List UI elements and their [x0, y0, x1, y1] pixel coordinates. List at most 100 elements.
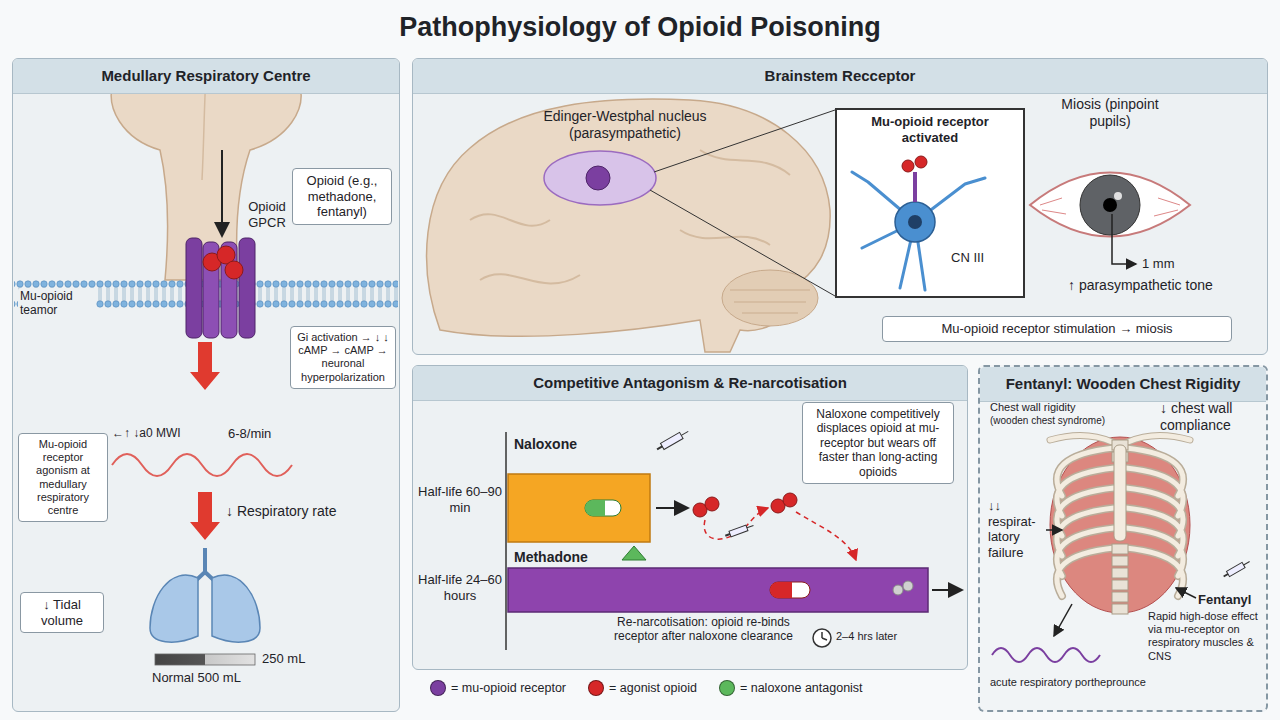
syringe-icon: [1224, 574, 1228, 577]
drug-label: Naloxone: [514, 436, 614, 453]
timeline-drawing: [903, 581, 913, 591]
syringe-icon: [725, 534, 730, 536]
edinger-westphal-nucleus: [586, 166, 610, 190]
panel-heading: Competitive Antagonism & Re-narcotisatio…: [413, 366, 967, 401]
effect-arrow: [190, 342, 220, 390]
ribcage-drawing: [1176, 588, 1196, 598]
ventilation-label: ←↑ ↓a0 MWI: [112, 426, 216, 440]
legend-item: = naloxone antagonist: [719, 680, 863, 696]
timeline-drawing: [622, 546, 646, 560]
neuron-drawing: [913, 172, 917, 202]
note-label: Rapid high-dose effect via mu-receptor o…: [1148, 610, 1265, 663]
process-box: ↓ Tidal volume: [20, 592, 104, 633]
neuron-drawing: [835, 108, 1025, 298]
process-box: Opioid (e.g., methadone, fentanyl): [292, 168, 392, 225]
lung-drawing: [150, 548, 260, 642]
legend-text: = mu-opioid receptor: [451, 681, 566, 695]
ribcage-drawing: [1112, 544, 1128, 554]
neuron-drawing: [852, 172, 985, 290]
timeline-drawing: [597, 500, 605, 516]
timeline-drawing: [656, 507, 688, 509]
legend-item: = agonist opioid: [588, 680, 697, 696]
opioid-arrow: [221, 150, 223, 236]
mu-receptor-drawing: [239, 238, 255, 338]
receptor-label: Opioid GPCR: [244, 199, 290, 230]
effect-arrow: [190, 492, 220, 540]
rate-value: 6-8/min: [228, 426, 298, 442]
nucleus-label: Edinger-Westphal nucleus (parasympatheti…: [515, 108, 735, 142]
dimension-label: 1 mm: [1142, 256, 1196, 272]
lung-drawing: [150, 575, 198, 642]
drug-label: Methadone: [514, 549, 614, 566]
brain-drawing: [427, 99, 831, 352]
effect-label: acute respiratory portheprounce: [990, 676, 1150, 689]
panel-heading: Medullary Respiratory Centre: [13, 59, 399, 94]
syringe-icon: [747, 525, 754, 527]
half-life-label: Half-life 60–90 min: [416, 484, 504, 515]
tidal-volume-bar: [155, 654, 255, 665]
syringe-icon: [657, 446, 662, 449]
ribcage-drawing: [1112, 568, 1128, 578]
brain-drawing: [427, 99, 831, 352]
ribcage-drawing: [1114, 445, 1126, 541]
syringe-icon: [724, 523, 754, 539]
effect-label: ↓↓ respirat- latory failure: [988, 498, 1048, 560]
timeline-drawing: [506, 432, 962, 650]
half-life-label: Half-life 24–60 hours: [416, 572, 504, 603]
eye-drawing: [1030, 173, 1190, 265]
brain-drawing: [470, 150, 790, 284]
timeline-drawing: [508, 474, 650, 542]
ribcage-drawing: [1112, 604, 1128, 614]
neuron-drawing: [902, 160, 914, 172]
opioid-arrow: [222, 150, 223, 236]
timeline-drawing: [585, 500, 621, 516]
mu-receptor-drawing: [225, 261, 243, 279]
box-text: ↓ Tidal volume: [26, 597, 98, 628]
note-label: Re-narcotisation: opioid re-binds recept…: [596, 615, 811, 644]
process-box: Mu-opioid receptor stimulation → miosis: [882, 316, 1232, 342]
tidal-volume-bar: [155, 654, 255, 665]
syndrome-label: Chest wall rigidity: [990, 401, 1140, 414]
eye-drawing: [1080, 175, 1140, 235]
inset-box: Mu-opioid receptor activated CN III: [835, 108, 1025, 298]
process-box: Mu-opioid receptor agonism at medullary …: [18, 433, 108, 522]
ribcage-drawing: [1046, 529, 1062, 531]
ribcage-drawing: [1112, 580, 1128, 590]
process-box: Gi activation → ↓ ↓ cAMP → cAMP → neuron…: [290, 326, 396, 389]
syringe-icon: [661, 432, 684, 449]
syringe-icon: [655, 428, 690, 452]
eye-drawing: [1103, 198, 1117, 212]
ribcage-drawing: [1050, 437, 1190, 613]
box-text: Gi activation → ↓ ↓ cAMP → cAMP → neuron…: [296, 331, 390, 384]
neuron-drawing: [895, 202, 935, 242]
syringe-icon: [681, 431, 688, 435]
ribcage-drawing: [1112, 592, 1128, 602]
syringe-icon: [1244, 562, 1250, 566]
syringe-icon: [729, 525, 748, 537]
ribcage-drawing: [992, 648, 1100, 662]
box-text: Mu-opioid receptor stimulation → miosis: [888, 321, 1226, 337]
ribcage-drawing: [1112, 556, 1128, 566]
volume-value: Normal 500 mL: [152, 670, 282, 686]
volume-value: 250 mL: [262, 651, 326, 667]
legend-swatch: [430, 680, 446, 696]
panel-heading: Brainstem Recceptor: [413, 59, 1267, 94]
inset-text: Mu-opioid receptor activated: [837, 110, 1023, 149]
effect-label: ↓ Respiratory rate: [226, 503, 376, 520]
receptor-label: Mu-opioid teamor: [18, 288, 96, 319]
mu-receptor-drawing: [186, 238, 255, 338]
syringe-icon: [1227, 562, 1246, 576]
eye-drawing: [1030, 173, 1190, 237]
legend-swatch: [719, 680, 735, 696]
panel-heading: Fentanyl: Wooden Chest Rigidity: [980, 367, 1266, 402]
neuron-drawing: [835, 108, 1025, 298]
nerve-label: CN III: [949, 250, 986, 266]
eye-drawing: [1114, 192, 1122, 200]
timeline-drawing: [585, 500, 605, 516]
respiration-wave: [112, 454, 292, 476]
timeline-drawing: [705, 497, 719, 511]
syringe-icon: [1222, 559, 1251, 579]
time-label: 2–4 hrs later: [836, 630, 936, 643]
legend-text: = naloxone antagonist: [740, 681, 863, 695]
